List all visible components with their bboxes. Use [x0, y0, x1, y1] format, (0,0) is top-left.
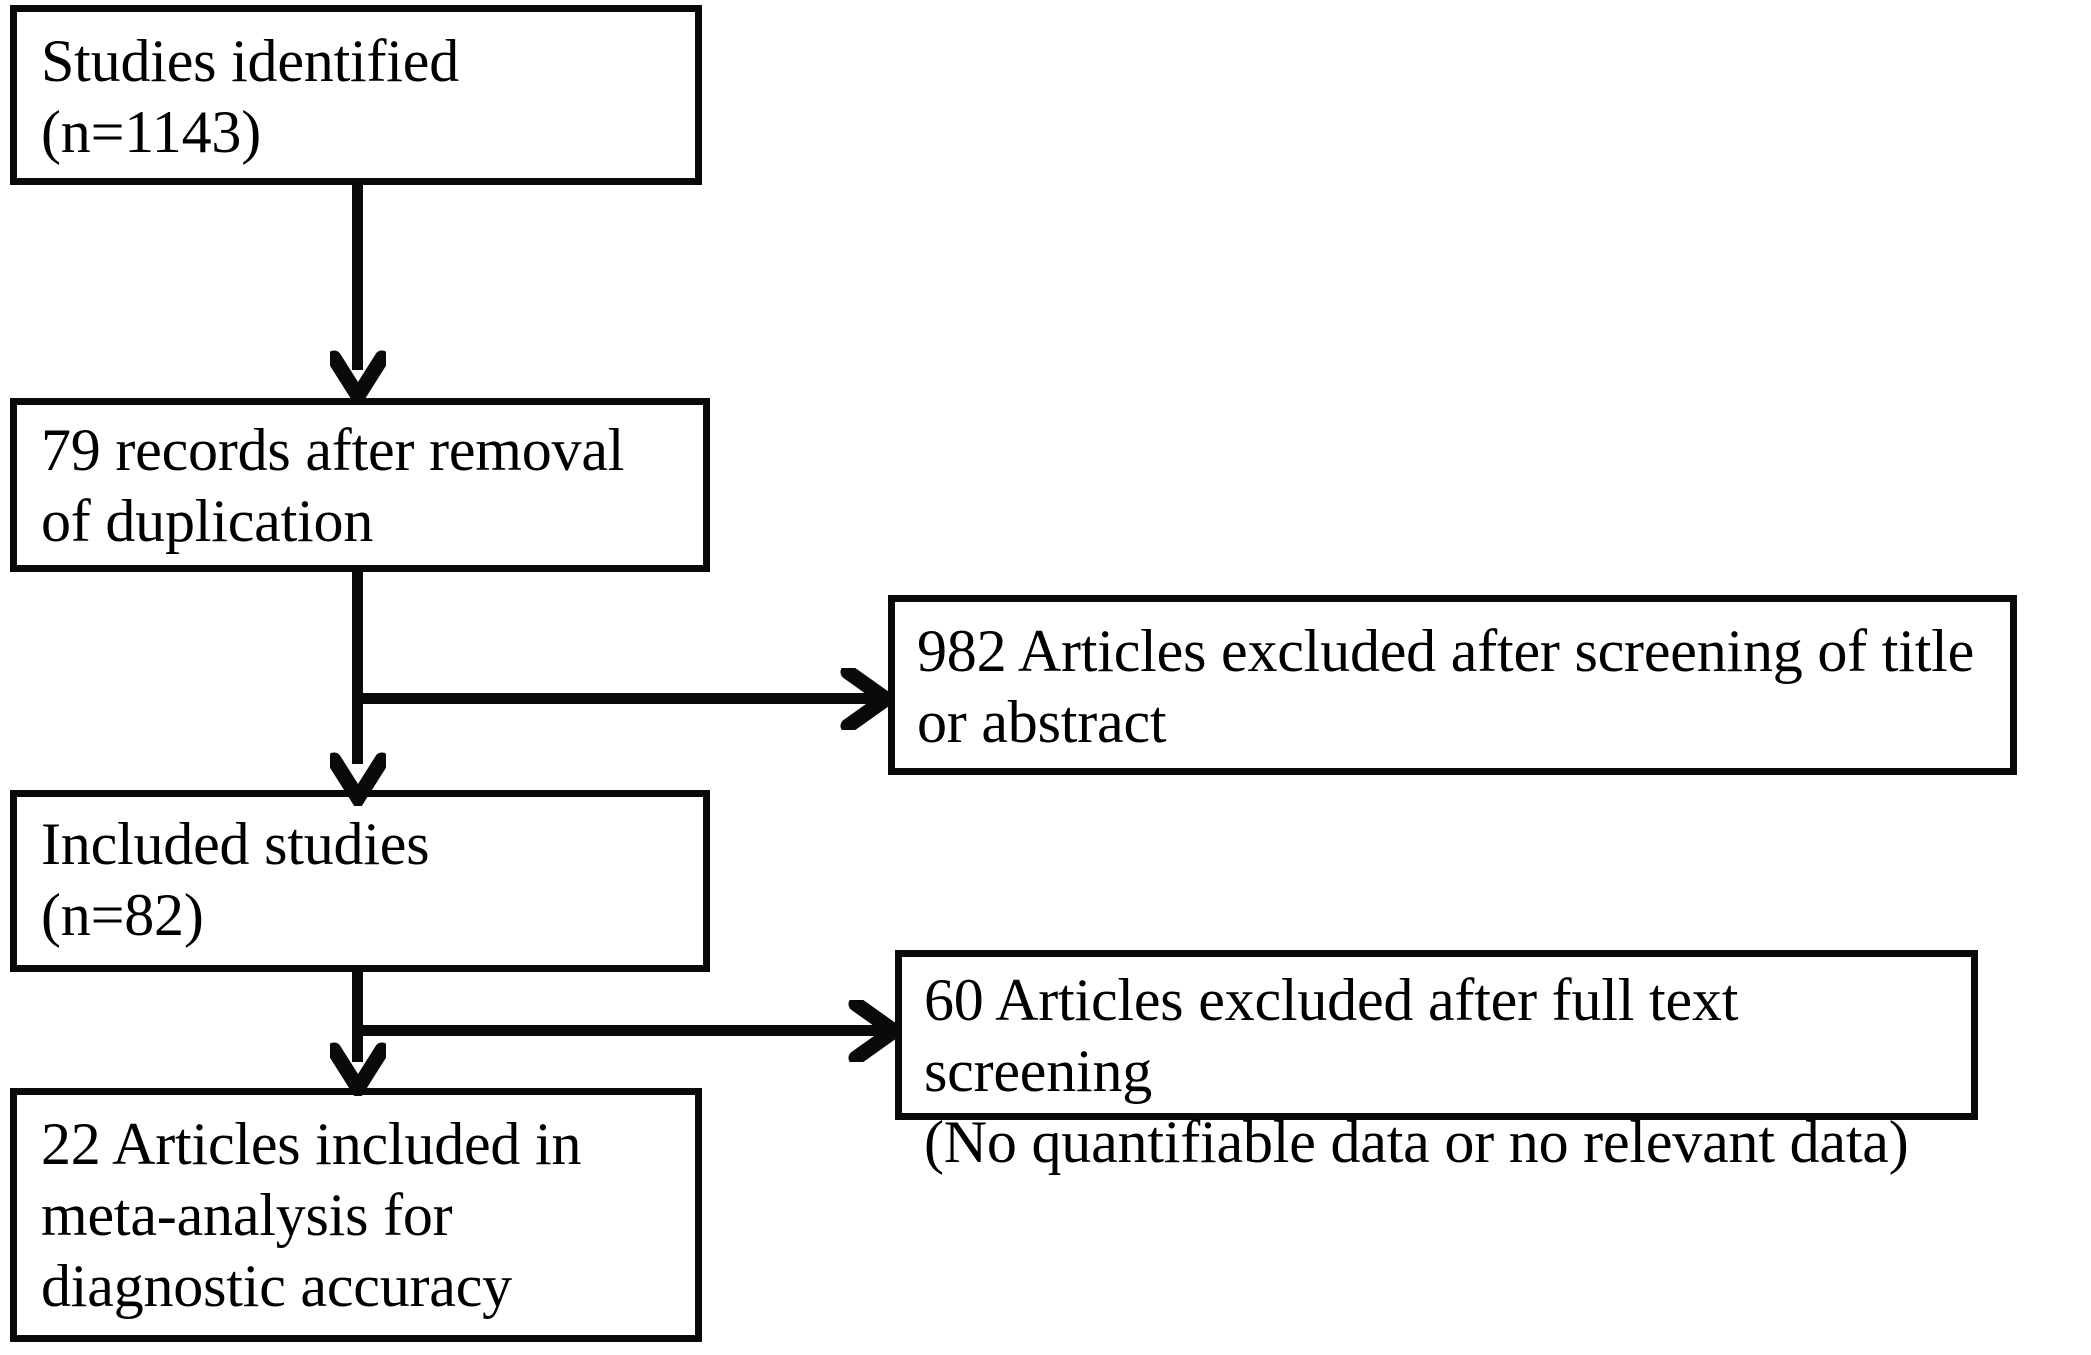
box-included-studies: Included studies (n=82)	[10, 790, 710, 972]
box-records-after-duplication-removal-label: 79 records after removal of duplication	[41, 417, 625, 554]
connector-included-to-metaanalysis-line	[352, 972, 363, 1062]
arrow-down-icon	[326, 350, 390, 411]
box-articles-excluded-title-abstract: 982 Articles excluded after screening of…	[888, 595, 2017, 775]
connector-included-to-excluded-fulltext-line	[357, 1025, 892, 1036]
box-records-after-duplication-removal: 79 records after removal of duplication	[10, 398, 710, 572]
box-studies-identified-label: Studies identified (n=1143)	[41, 28, 460, 165]
box-articles-excluded-full-text-label: 60 Articles excluded after full text scr…	[924, 967, 1909, 1175]
box-articles-excluded-full-text: 60 Articles excluded after full text scr…	[895, 950, 1978, 1175]
box-included-studies-label: Included studies (n=82)	[41, 811, 430, 948]
arrow-down-icon	[326, 1042, 390, 1103]
connector-duplication-to-excluded-title-line	[357, 693, 885, 704]
arrow-right-icon	[840, 664, 899, 734]
box-articles-in-meta-analysis: 22 Articles included in meta-analysis fo…	[10, 1088, 702, 1342]
box-studies-identified: Studies identified (n=1143)	[10, 5, 702, 185]
connector-duplication-to-included-line	[352, 572, 363, 764]
arrow-down-icon	[326, 752, 390, 813]
arrow-right-icon	[848, 996, 907, 1066]
connector-identified-to-duplication-line	[352, 185, 363, 370]
box-articles-excluded-title-abstract-label: 982 Articles excluded after screening of…	[917, 618, 1975, 755]
box-articles-in-meta-analysis-label: 22 Articles included in meta-analysis fo…	[41, 1111, 582, 1319]
